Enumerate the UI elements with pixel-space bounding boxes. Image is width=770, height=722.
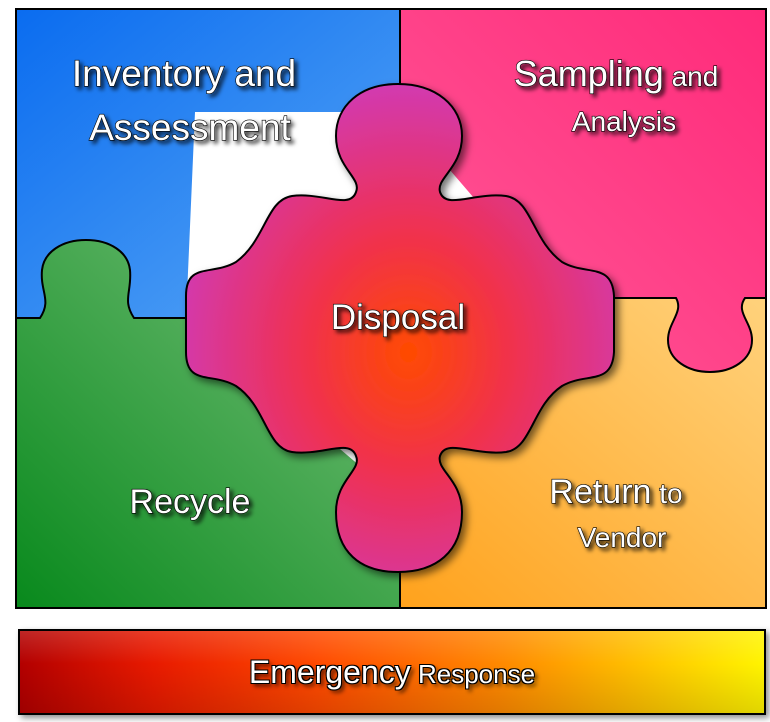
emergency-response-bar: Emergency Response [18,629,766,715]
label-return-small: to [651,478,682,509]
piece-inventory [16,9,400,318]
label-sampling-big: Sampling [514,53,664,94]
label-return-line2: Vendor [578,522,667,553]
label-sampling-small: and [664,61,719,92]
piece-recycle [16,240,400,608]
piece-sampling [400,9,766,372]
emergency-response-label: Emergency Response [249,654,535,691]
piece-return [400,298,766,608]
piece-disposal [185,82,615,574]
label-inventory-line1: Inventory and [72,53,296,94]
divider-right-knob [600,297,766,374]
puzzle-border [15,8,767,609]
label-sampling-line1: Sampling and [514,53,719,94]
label-inventory-line2: Assessment [89,107,291,148]
label-return-line1: Return to [549,473,682,511]
puzzle-diagram: Inventory and Assessment Sampling and An… [15,8,767,609]
divider-left-knob [16,238,190,319]
label-return-big: Return [549,473,651,511]
emergency-big: Emergency [248,653,411,690]
label-sampling-line2: Analysis [572,106,676,137]
label-recycle: Recycle [130,483,251,521]
label-disposal: Disposal [331,298,465,337]
emergency-small: Response [410,658,536,689]
